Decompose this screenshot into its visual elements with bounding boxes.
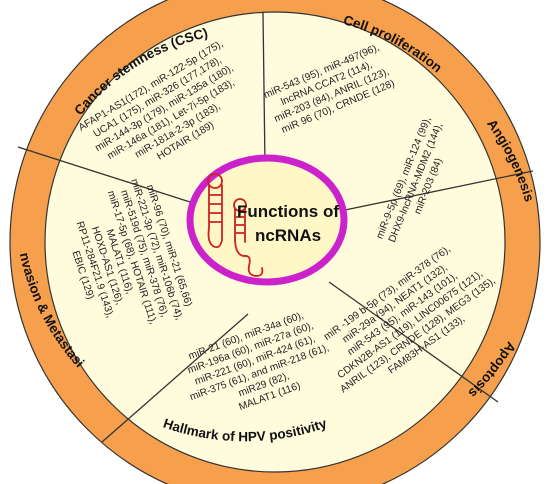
- center-title-line2: ncRNAs: [255, 226, 321, 245]
- center-title-line1: Functions of: [237, 202, 339, 221]
- rna-hairpin-icon: [207, 173, 264, 277]
- center-ellipse: [186, 154, 348, 286]
- segment-dividers: [17, 11, 534, 443]
